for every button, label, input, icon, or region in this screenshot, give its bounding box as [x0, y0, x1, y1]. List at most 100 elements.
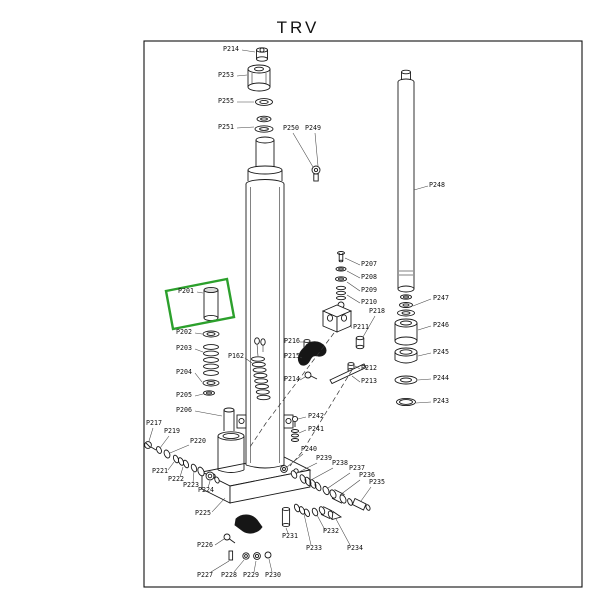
cylinder-lugs [236, 414, 294, 429]
leader-line-P225 [211, 497, 226, 513]
part-label-P250: P250 [283, 124, 299, 132]
part-label-P212: P212 [361, 364, 377, 372]
leader-line-P244 [417, 378, 432, 381]
leader-line-P248 [413, 185, 429, 191]
part-label-P240: P240 [301, 445, 317, 453]
release-valve-chain [280, 465, 371, 511]
part-label-P217: P217 [146, 419, 162, 427]
part-label-P225: P225 [195, 509, 211, 517]
leader-line-P242 [297, 416, 307, 420]
main-cylinder [245, 136, 285, 469]
part-label-P162: P162 [228, 352, 244, 360]
leader-line-P253 [236, 74, 248, 77]
leader-line-P213 [351, 375, 361, 383]
valve-small-parts [335, 251, 347, 309]
leader-line-P227 [210, 560, 230, 573]
part-label-P243: P243 [433, 397, 449, 405]
diagram-title: TRV [277, 18, 320, 37]
part-label-P242: P242 [308, 412, 324, 420]
leader-line-P222 [179, 466, 184, 478]
leader-line-P206 [194, 410, 223, 417]
part-label-P207: P207 [361, 260, 377, 268]
part-label-P235: P235 [369, 478, 385, 486]
pump-cylinder [217, 431, 245, 473]
part-label-P245: P245 [433, 348, 449, 356]
leader-line-P203 [194, 348, 204, 353]
part-label-P229: P229 [243, 571, 259, 579]
leader-line-P208 [346, 270, 361, 279]
part-label-P244: P244 [433, 374, 449, 382]
part-label-P206: P206 [176, 406, 192, 414]
leader-line-P204 [194, 372, 203, 383]
pump-rod [397, 69, 415, 293]
part-label-P234: P234 [347, 544, 363, 552]
leader-line-P201 [196, 291, 204, 294]
leader-line-P215 [299, 356, 303, 359]
part-label-P239: P239 [316, 454, 332, 462]
release-lever [297, 339, 327, 380]
leader-line-P217 [148, 427, 154, 442]
leader-line-P233 [303, 513, 312, 546]
part-label-P203: P203 [176, 344, 192, 352]
pin-p201 [203, 286, 219, 322]
part-label-P231: P231 [282, 532, 298, 540]
leader-line-P243 [415, 401, 432, 404]
leader-line-P234 [335, 518, 351, 546]
part-label-P223: P223 [183, 481, 199, 489]
leader-line-P214 [299, 376, 306, 381]
part-label-P226: P226 [197, 541, 213, 549]
part-label-P227: P227 [197, 571, 213, 579]
part-label-P220: P220 [190, 437, 206, 445]
leader-line-P251 [236, 126, 255, 129]
left-fastener-chain [144, 441, 220, 484]
leader-line-P218 [362, 315, 376, 338]
leader-line-P239 [296, 462, 318, 474]
leader-line-P214 [241, 49, 256, 53]
part-label-P255: P255 [218, 97, 234, 105]
part-label-P215: P215 [284, 352, 300, 360]
leader-line-P205 [194, 393, 204, 397]
part-label-P216: P216 [284, 337, 300, 345]
part-label-P205: P205 [176, 391, 192, 399]
leader-line-P207 [344, 257, 361, 266]
diagram-border [143, 40, 583, 588]
link-pin [355, 335, 365, 350]
part-label-P233: P233 [306, 544, 322, 552]
part-label-P253: P253 [218, 71, 234, 79]
detent-parts [290, 415, 300, 442]
part-label-P219: P219 [164, 427, 180, 435]
leader-line-P250 [292, 132, 314, 168]
leader-line-P241 [298, 429, 307, 434]
leader-line-P230 [268, 558, 273, 573]
leader-line-P237 [327, 472, 351, 489]
leader-line-P238 [310, 467, 334, 481]
part-label-P230: P230 [265, 571, 281, 579]
highlight-box [164, 277, 236, 331]
part-label-P224: P224 [198, 486, 214, 494]
part-label-P222: P222 [168, 475, 184, 483]
valve-link-bracket [321, 304, 353, 333]
leader-line-P240 [286, 453, 304, 468]
leader-line-P219 [159, 435, 170, 449]
part-label-P228: P228 [221, 571, 237, 579]
leader-line-P249 [314, 132, 319, 167]
part-label-P238: P238 [332, 459, 348, 467]
leader-line-P231 [285, 527, 289, 534]
parts-layer [144, 47, 418, 561]
part-label-P214: P214 [284, 375, 300, 383]
leader-line-P224 [207, 480, 211, 489]
part-label-P236: P236 [359, 471, 375, 479]
part-label-P204: P204 [176, 368, 192, 376]
leader-line-P247 [412, 298, 432, 307]
leader-line-P236 [339, 479, 361, 496]
rod-ring-stack [394, 294, 418, 407]
part-label-P208: P208 [361, 273, 377, 281]
leader-line-P223 [192, 470, 195, 484]
leader-line-P229 [253, 560, 257, 573]
part-label-P232: P232 [323, 527, 339, 535]
part-label-P202: P202 [176, 328, 192, 336]
top-screw [311, 165, 321, 182]
part-label-P211: P211 [353, 323, 369, 331]
